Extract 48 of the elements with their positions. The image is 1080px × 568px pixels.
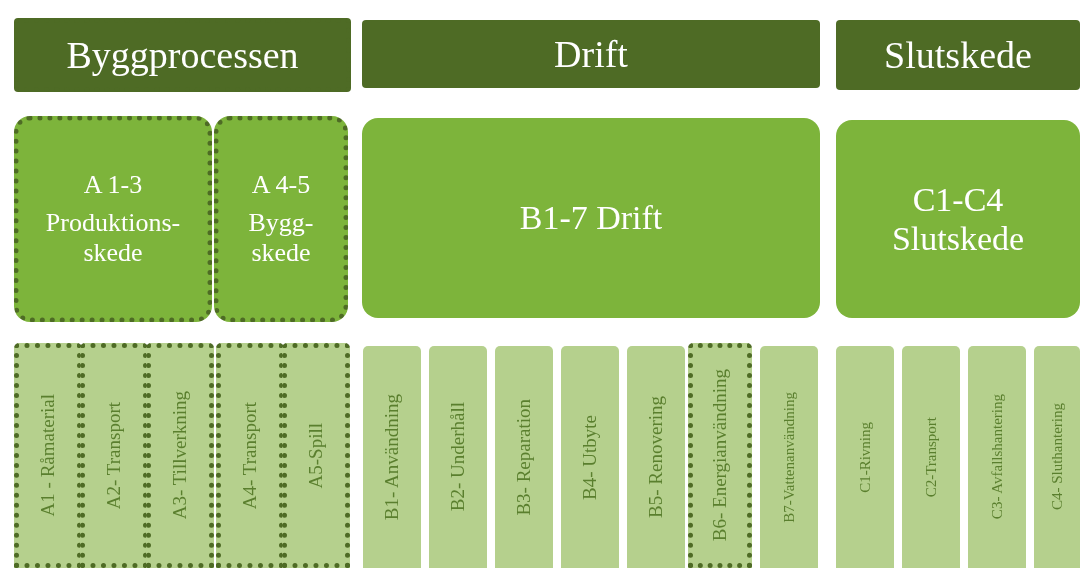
module-box [363,346,421,568]
module-box [14,343,82,568]
stage-label: C1-C4 Slutskede [890,179,1026,259]
phase-header [836,20,1080,90]
stage-box [14,116,212,322]
module-label: B3- Reparation [513,398,535,516]
module-box [688,343,752,568]
phase-title: Slutskede [884,33,1032,77]
module-label: A1 - Råmaterial [37,394,59,517]
phase-header [14,18,351,92]
module-box [146,343,214,568]
stage-label: Produktions- skede [44,208,182,268]
module-label: A5-Spill [305,422,327,489]
module-label: B7-Vattenanvändning [780,391,798,523]
stage-box [836,120,1080,318]
module-label: A3- Tillverkning [169,391,191,520]
module-label: C2-Transport [922,416,940,498]
module-label: B6- Energianvändning [709,369,731,542]
module-label: C4- Sluthantering [1048,403,1066,511]
module-box [968,346,1026,568]
phase-header [362,20,820,88]
module-label: C3- Avfallshantering [988,394,1006,520]
module-label: C1-Rivning [856,421,874,493]
module-label: B4- Utbyte [579,414,601,500]
module-box [902,346,960,568]
module-box [80,343,148,568]
module-box [429,346,487,568]
stage-label: Bygg- skede [247,208,315,268]
phase-title: Byggprocessen [66,33,299,77]
module-box [216,343,284,568]
module-box [627,346,685,568]
module-box [1034,346,1080,568]
stage-label: A 4-5 [251,170,311,201]
stage-label: B1-7 Drift [519,198,663,238]
stage-box [214,116,348,322]
module-label: B2- Underhåll [447,402,469,512]
module-box [282,343,350,568]
module-label: A2- Transport [103,401,125,510]
stage-box [362,118,820,318]
module-box [836,346,894,568]
module-label: B5- Renovering [645,396,667,518]
module-label: A4- Transport [239,401,261,510]
stage-label: A 1-3 [83,170,143,201]
module-box [495,346,553,568]
module-label: B1- Användning [381,393,403,521]
module-box [760,346,818,568]
phase-title: Drift [554,32,628,76]
module-box [561,346,619,568]
